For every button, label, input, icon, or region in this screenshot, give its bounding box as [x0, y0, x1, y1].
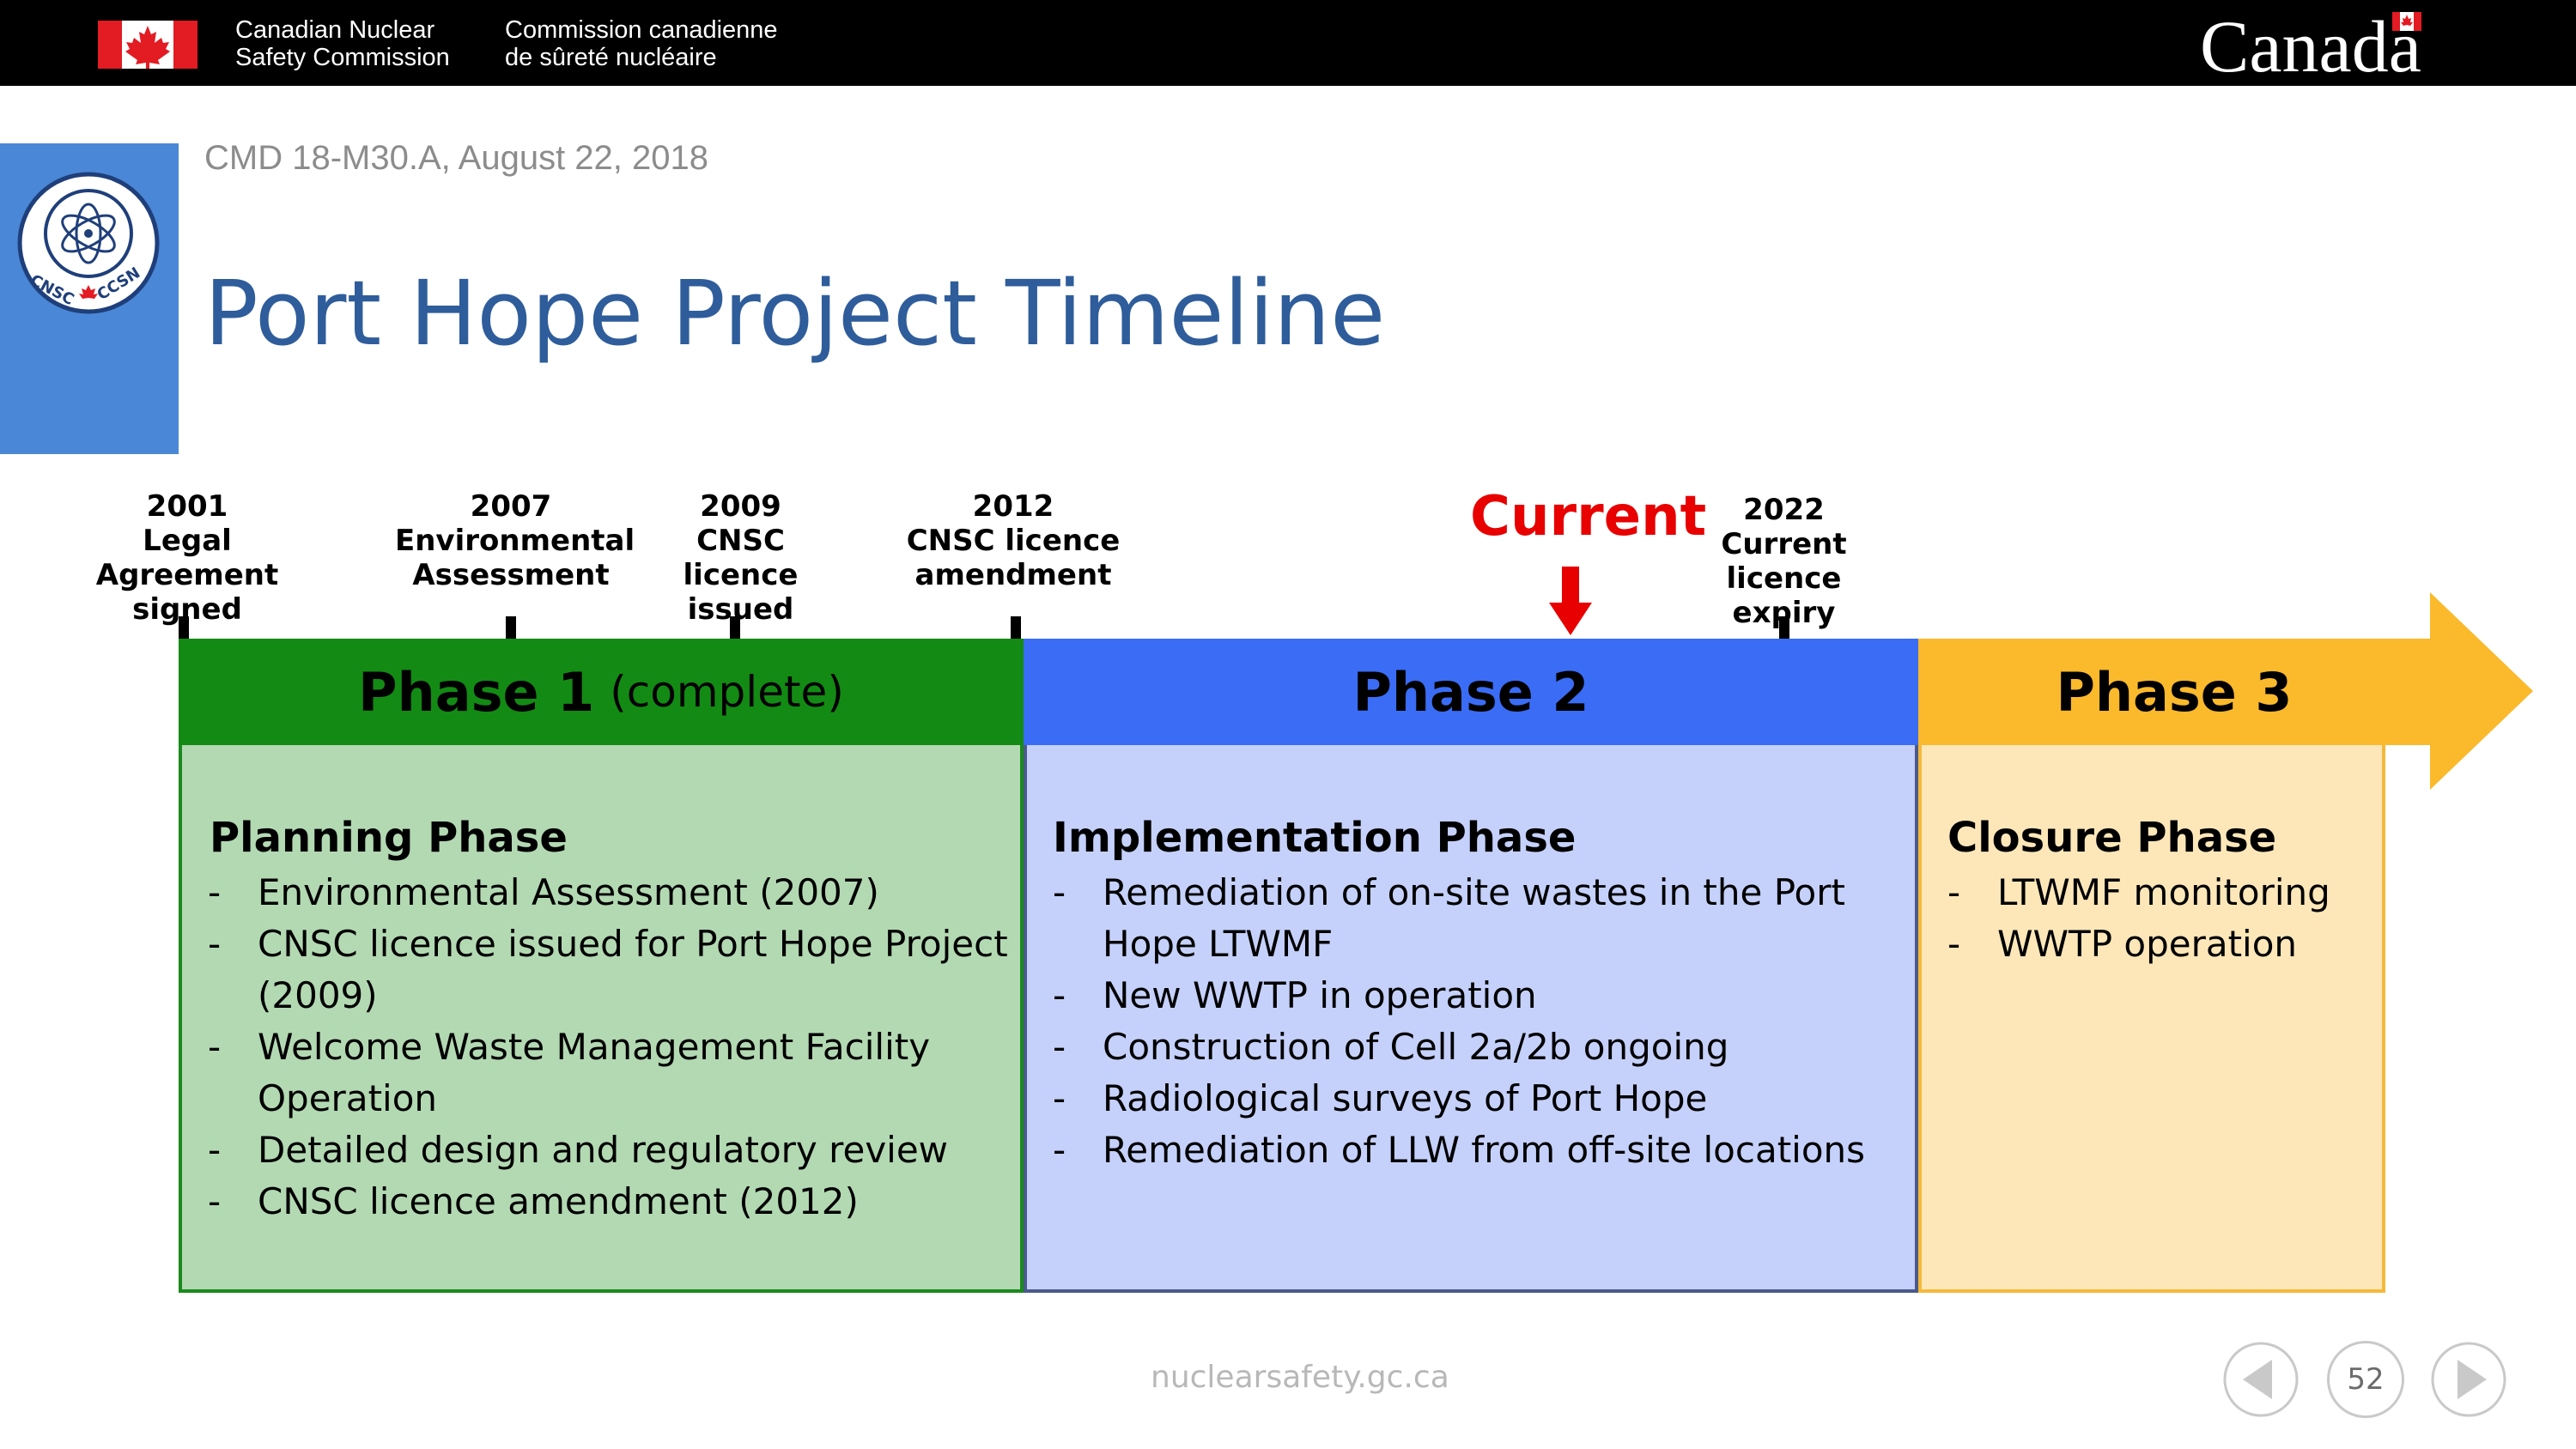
phase-3-heading: Closure Phase: [1947, 814, 2277, 862]
list-item-text: Detailed design and regulatory review: [258, 1129, 949, 1171]
milestone-line2: Assessment: [412, 558, 610, 592]
list-item: -Remediation of LLW from off-site locati…: [1027, 1125, 1915, 1176]
list-item: -LTWMF monitoring: [1922, 867, 2382, 919]
list-item: -Environmental Assessment (2007): [182, 867, 1020, 919]
page-number: 52: [2327, 1341, 2404, 1418]
phase-1-list: -Environmental Assessment (2007) -CNSC l…: [182, 867, 1020, 1228]
wordmark-flag-icon: [2392, 12, 2421, 31]
list-item: -Detailed design and regulatory review: [182, 1125, 1020, 1176]
phase-2-bar: Phase 2: [1024, 639, 1918, 745]
phase-2-heading: Implementation Phase: [1053, 814, 1577, 862]
list-item-text: Remediation of LLW from off-site locatio…: [1103, 1129, 1866, 1171]
list-dash: -: [1053, 871, 1066, 913]
list-dash: -: [1053, 1077, 1066, 1119]
list-item: -Radiological surveys of Port Hope: [1027, 1073, 1915, 1125]
milestone-line1: Legal Agreement: [95, 524, 279, 592]
phase-3-bar: Phase 3: [1918, 639, 2430, 745]
list-dash: -: [208, 1026, 222, 1068]
agency-fr-line2: de sûreté nucléaire: [505, 44, 717, 71]
milestone-line1: Current: [1721, 527, 1847, 561]
agency-name-french: Commission canadienne de sûreté nucléair…: [505, 16, 778, 71]
phase-1-label: Phase 1: [358, 660, 595, 724]
canada-flag-icon: [98, 21, 197, 69]
milestone-line2: licence expiry: [1726, 561, 1842, 630]
phase-2-list: -Remediation of on-site wastes in the Po…: [1027, 867, 1915, 1176]
phase-2-content-box: Implementation Phase -Remediation of on-…: [1024, 745, 1918, 1293]
list-dash: -: [1053, 974, 1066, 1016]
current-marker-label: Current: [1470, 485, 1707, 549]
milestone-year: 2009: [700, 489, 781, 524]
phase-1-sublabel: (complete): [610, 667, 844, 717]
milestone-year: 2022: [1743, 493, 1825, 527]
chevron-right-icon: [2458, 1360, 2487, 1399]
footer-url[interactable]: nuclearsafety.gc.ca: [1151, 1360, 1449, 1395]
phase-1-bar: Phase 1 (complete): [179, 639, 1024, 745]
government-header-bar: Canadian Nuclear Safety Commission Commi…: [0, 0, 2576, 88]
milestone-line1: CNSC licence: [906, 524, 1121, 558]
current-down-arrow-icon: [1549, 567, 1592, 635]
milestone-line1: Environmental: [395, 524, 635, 558]
list-item-text: Remediation of on-site wastes in the Por…: [1103, 871, 1845, 965]
list-item: -New WWTP in operation: [1027, 970, 1915, 1022]
milestone-2001: 2001 Legal Agreement signed: [58, 489, 316, 627]
list-item-text: New WWTP in operation: [1103, 974, 1537, 1016]
list-dash: -: [208, 1129, 222, 1171]
next-slide-button[interactable]: [2430, 1341, 2507, 1418]
page-title: Port Hope Project Timeline: [204, 261, 1386, 366]
phase-3-label: Phase 3: [2056, 660, 2293, 724]
list-item: -Welcome Waste Management Facility Opera…: [182, 1022, 1020, 1125]
milestone-year: 2001: [146, 489, 228, 524]
list-item-text: CNSC licence amendment (2012): [258, 1180, 859, 1222]
list-item-text: WWTP operation: [1997, 923, 2298, 965]
timeline-tick: [1011, 616, 1021, 642]
document-reference: CMD 18-M30.A, August 22, 2018: [204, 139, 708, 177]
list-dash: -: [208, 871, 222, 913]
list-item: -Remediation of on-site wastes in the Po…: [1027, 867, 1915, 970]
timeline-tick: [1779, 616, 1789, 642]
list-dash: -: [1947, 871, 1961, 913]
phase-1-content-box: Planning Phase -Environmental Assessment…: [179, 745, 1024, 1293]
previous-slide-button[interactable]: [2222, 1341, 2300, 1418]
agency-fr-line1: Commission canadienne: [505, 16, 778, 44]
list-dash: -: [208, 1180, 222, 1222]
list-item: -CNSC licence issued for Port Hope Proje…: [182, 919, 1020, 1022]
list-item-text: Radiological surveys of Port Hope: [1103, 1077, 1708, 1119]
milestone-line2: licence issued: [683, 558, 799, 627]
phase-1-heading: Planning Phase: [210, 814, 568, 862]
milestone-year: 2007: [470, 489, 552, 524]
timeline-tick: [730, 616, 740, 642]
timeline-arrow-head-icon: [2430, 592, 2533, 790]
list-item: -CNSC licence amendment (2012): [182, 1176, 1020, 1228]
milestone-2007: 2007 Environmental Assessment: [395, 489, 635, 592]
phase-2-label: Phase 2: [1352, 660, 1589, 724]
milestone-year: 2012: [972, 489, 1054, 524]
milestone-2022: 2022 Current licence expiry: [1674, 493, 1893, 630]
timeline-tick: [506, 616, 516, 642]
list-dash: -: [1947, 923, 1961, 965]
list-item-text: Welcome Waste Management Facility Operat…: [258, 1026, 931, 1119]
timeline-tick: [179, 616, 189, 642]
list-dash: -: [1053, 1129, 1066, 1171]
phase-3-list: -LTWMF monitoring -WWTP operation: [1922, 867, 2382, 970]
chevron-left-icon: [2243, 1360, 2272, 1399]
cnsc-ccsn-logo-icon: CNSC CCSN: [17, 172, 160, 314]
list-item-text: LTWMF monitoring: [1997, 871, 2330, 913]
list-item-text: CNSC licence issued for Port Hope Projec…: [258, 923, 1008, 1016]
agency-en-line2: Safety Commission: [235, 44, 450, 71]
phase-3-content-box: Closure Phase -LTWMF monitoring -WWTP op…: [1918, 745, 2385, 1293]
list-item: -Construction of Cell 2a/2b ongoing: [1027, 1022, 1915, 1073]
milestone-2009: 2009 CNSC licence issued: [627, 489, 854, 627]
list-item-text: Construction of Cell 2a/2b ongoing: [1103, 1026, 1729, 1068]
agency-name-english: Canadian Nuclear Safety Commission: [235, 16, 450, 71]
canada-wordmark: Canada: [2200, 5, 2421, 88]
list-item: -WWTP operation: [1922, 919, 2382, 970]
milestone-line1: CNSC: [696, 524, 785, 558]
list-dash: -: [1053, 1026, 1066, 1068]
list-dash: -: [208, 923, 222, 965]
milestone-2012: 2012 CNSC licence amendment: [902, 489, 1125, 592]
agency-en-line1: Canadian Nuclear: [235, 16, 435, 44]
milestone-line2: amendment: [914, 558, 1112, 592]
list-item-text: Environmental Assessment (2007): [258, 871, 879, 913]
